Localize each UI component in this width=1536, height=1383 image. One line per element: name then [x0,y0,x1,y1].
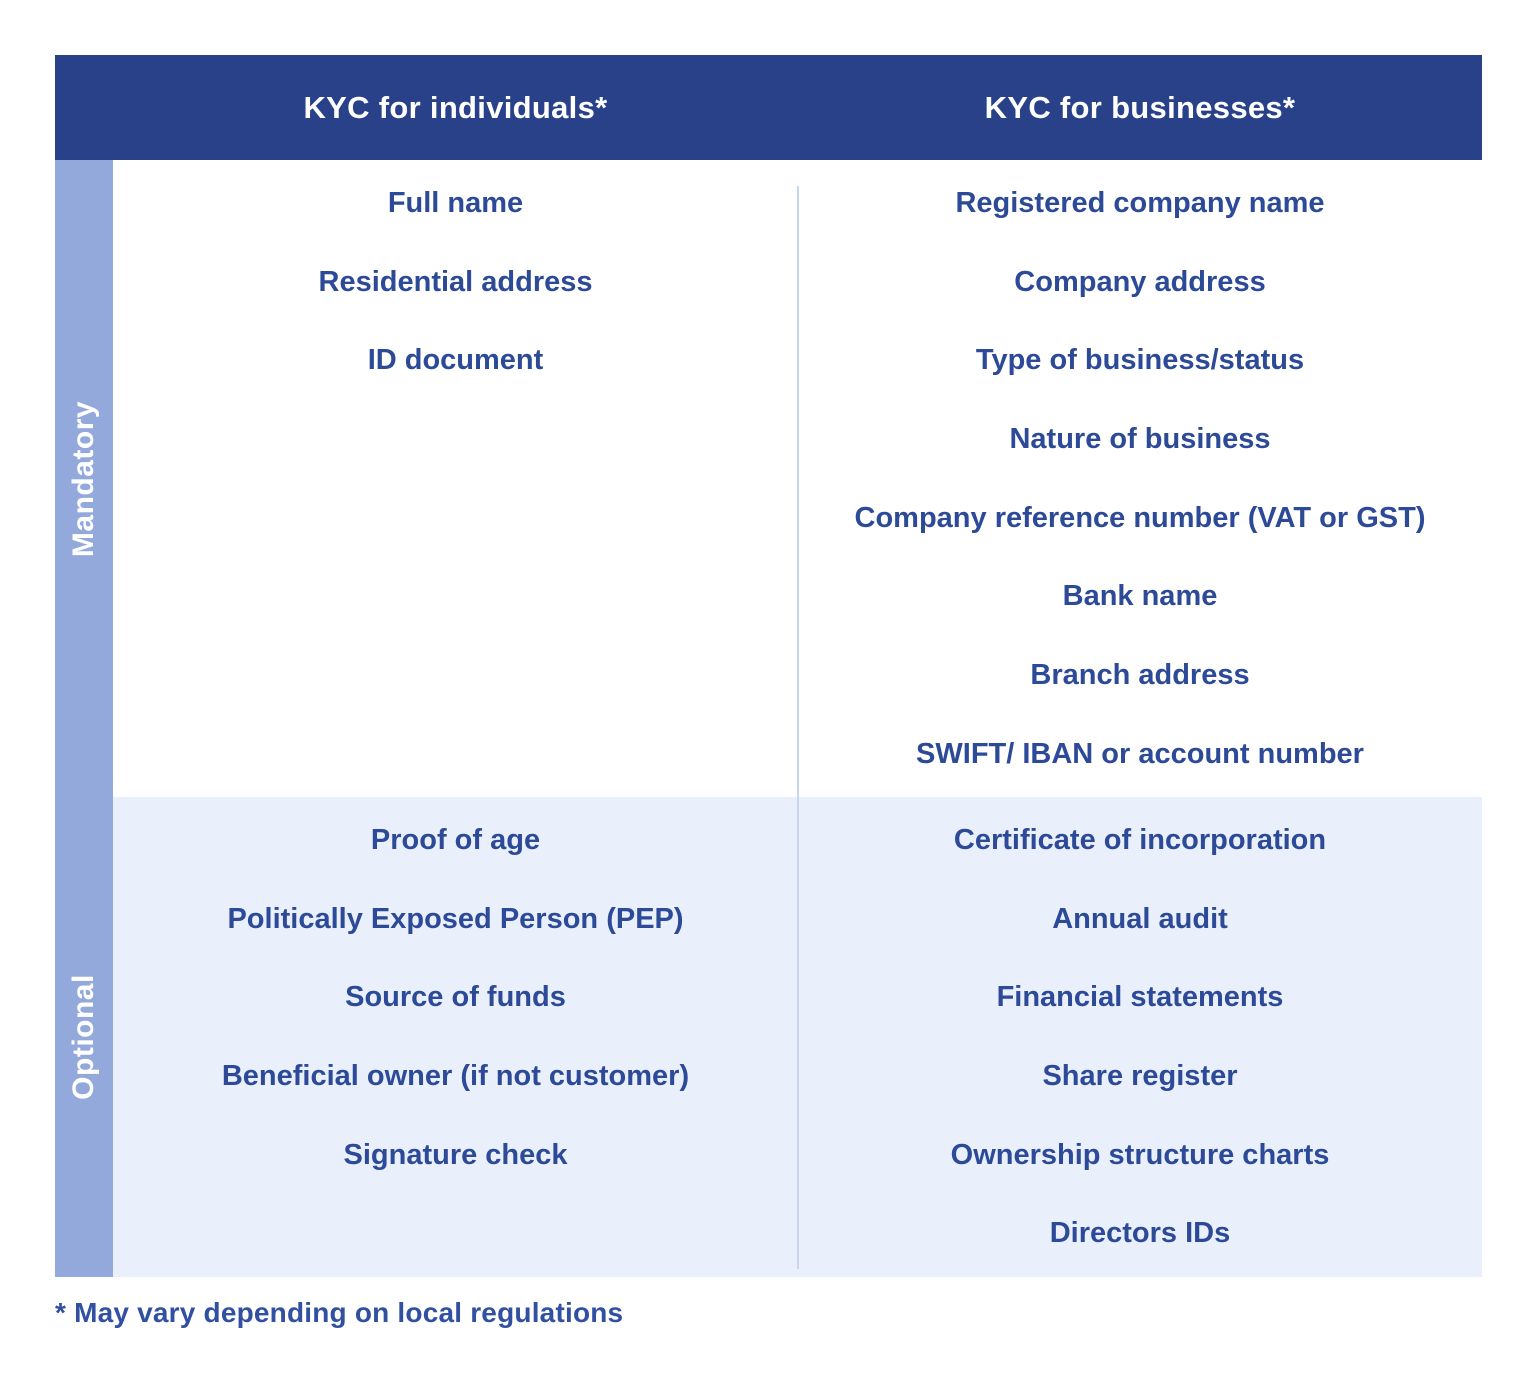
list-item: Residential address [318,265,593,298]
list-item: Signature check [343,1138,568,1171]
list-item: Share register [1042,1059,1238,1092]
list-item: Type of business/status [975,344,1305,377]
list-item: Politically Exposed Person (PEP) [227,902,684,935]
list-item: Annual audit [1052,902,1228,935]
header-individuals: KYC for individuals* [303,89,608,125]
optional-label-text: Optional [67,974,100,1100]
optional-row-label: Optional [55,797,113,1277]
table-header-row: KYC for individuals* KYC for businesses* [55,55,1482,160]
mandatory-individuals-column: Full name Residential address ID documen… [113,160,798,797]
list-item: Company reference number (VAT or GST) [854,501,1426,534]
list-item: Directors IDs [1049,1217,1231,1250]
footnote: * May vary depending on local regulation… [55,1297,624,1328]
list-item: Full name [387,186,524,219]
optional-individuals-column: Proof of age Politically Exposed Person … [113,797,798,1277]
list-item: ID document [367,344,544,377]
mandatory-row-label: Mandatory [55,160,113,797]
list-item: Bank name [1062,580,1218,613]
mandatory-section: Mandatory Full name Residential address … [55,160,1482,797]
mandatory-businesses-column: Registered company name Company address … [798,160,1482,797]
list-item: Beneficial owner (if not customer) [221,1059,690,1092]
column-divider-line [797,186,799,1269]
list-item: Branch address [1030,658,1250,691]
list-item: Nature of business [1009,422,1271,455]
optional-businesses-column: Certificate of incorporation Annual audi… [798,797,1482,1277]
kyc-comparison-table: KYC for individuals* KYC for businesses*… [55,55,1482,1277]
list-item: SWIFT/ IBAN or account number [916,737,1364,770]
list-item: Financial statements [996,981,1284,1014]
list-item: Source of funds [345,981,566,1014]
optional-section: Optional Proof of age Politically Expose… [55,797,1482,1277]
mandatory-label-text: Mandatory [67,400,100,557]
list-item: Company address [1014,265,1266,298]
header-businesses: KYC for businesses* [984,89,1296,125]
list-item: Certificate of incorporation [953,823,1327,856]
list-item: Proof of age [370,823,541,856]
list-item: Ownership structure charts [950,1138,1330,1171]
list-item: Registered company name [955,186,1325,219]
